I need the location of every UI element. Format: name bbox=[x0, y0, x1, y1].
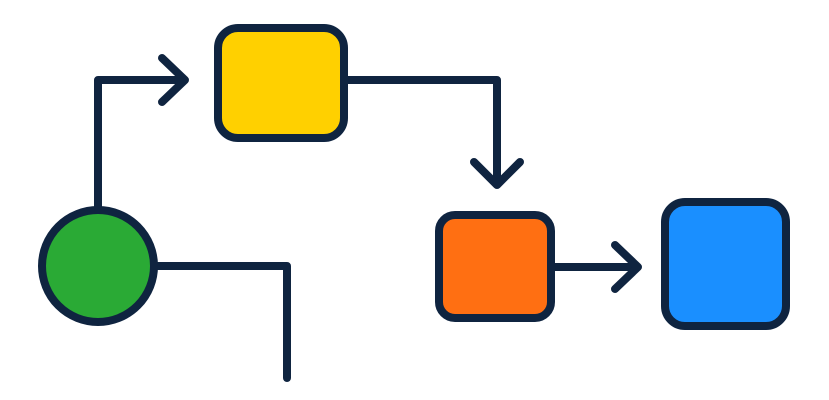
connector-start-to-step-1 bbox=[94, 76, 187, 212]
arrowhead-right-icon bbox=[158, 54, 189, 106]
connector-step-1-to-step-2 bbox=[343, 76, 501, 187]
arrowhead-right-icon bbox=[611, 241, 642, 293]
step-3-node bbox=[661, 198, 790, 330]
step-2-node bbox=[435, 211, 555, 322]
start-node bbox=[38, 206, 158, 326]
connector-start-branch bbox=[152, 262, 291, 382]
step-1-node bbox=[214, 24, 348, 142]
arrowhead-down-icon bbox=[470, 158, 524, 189]
